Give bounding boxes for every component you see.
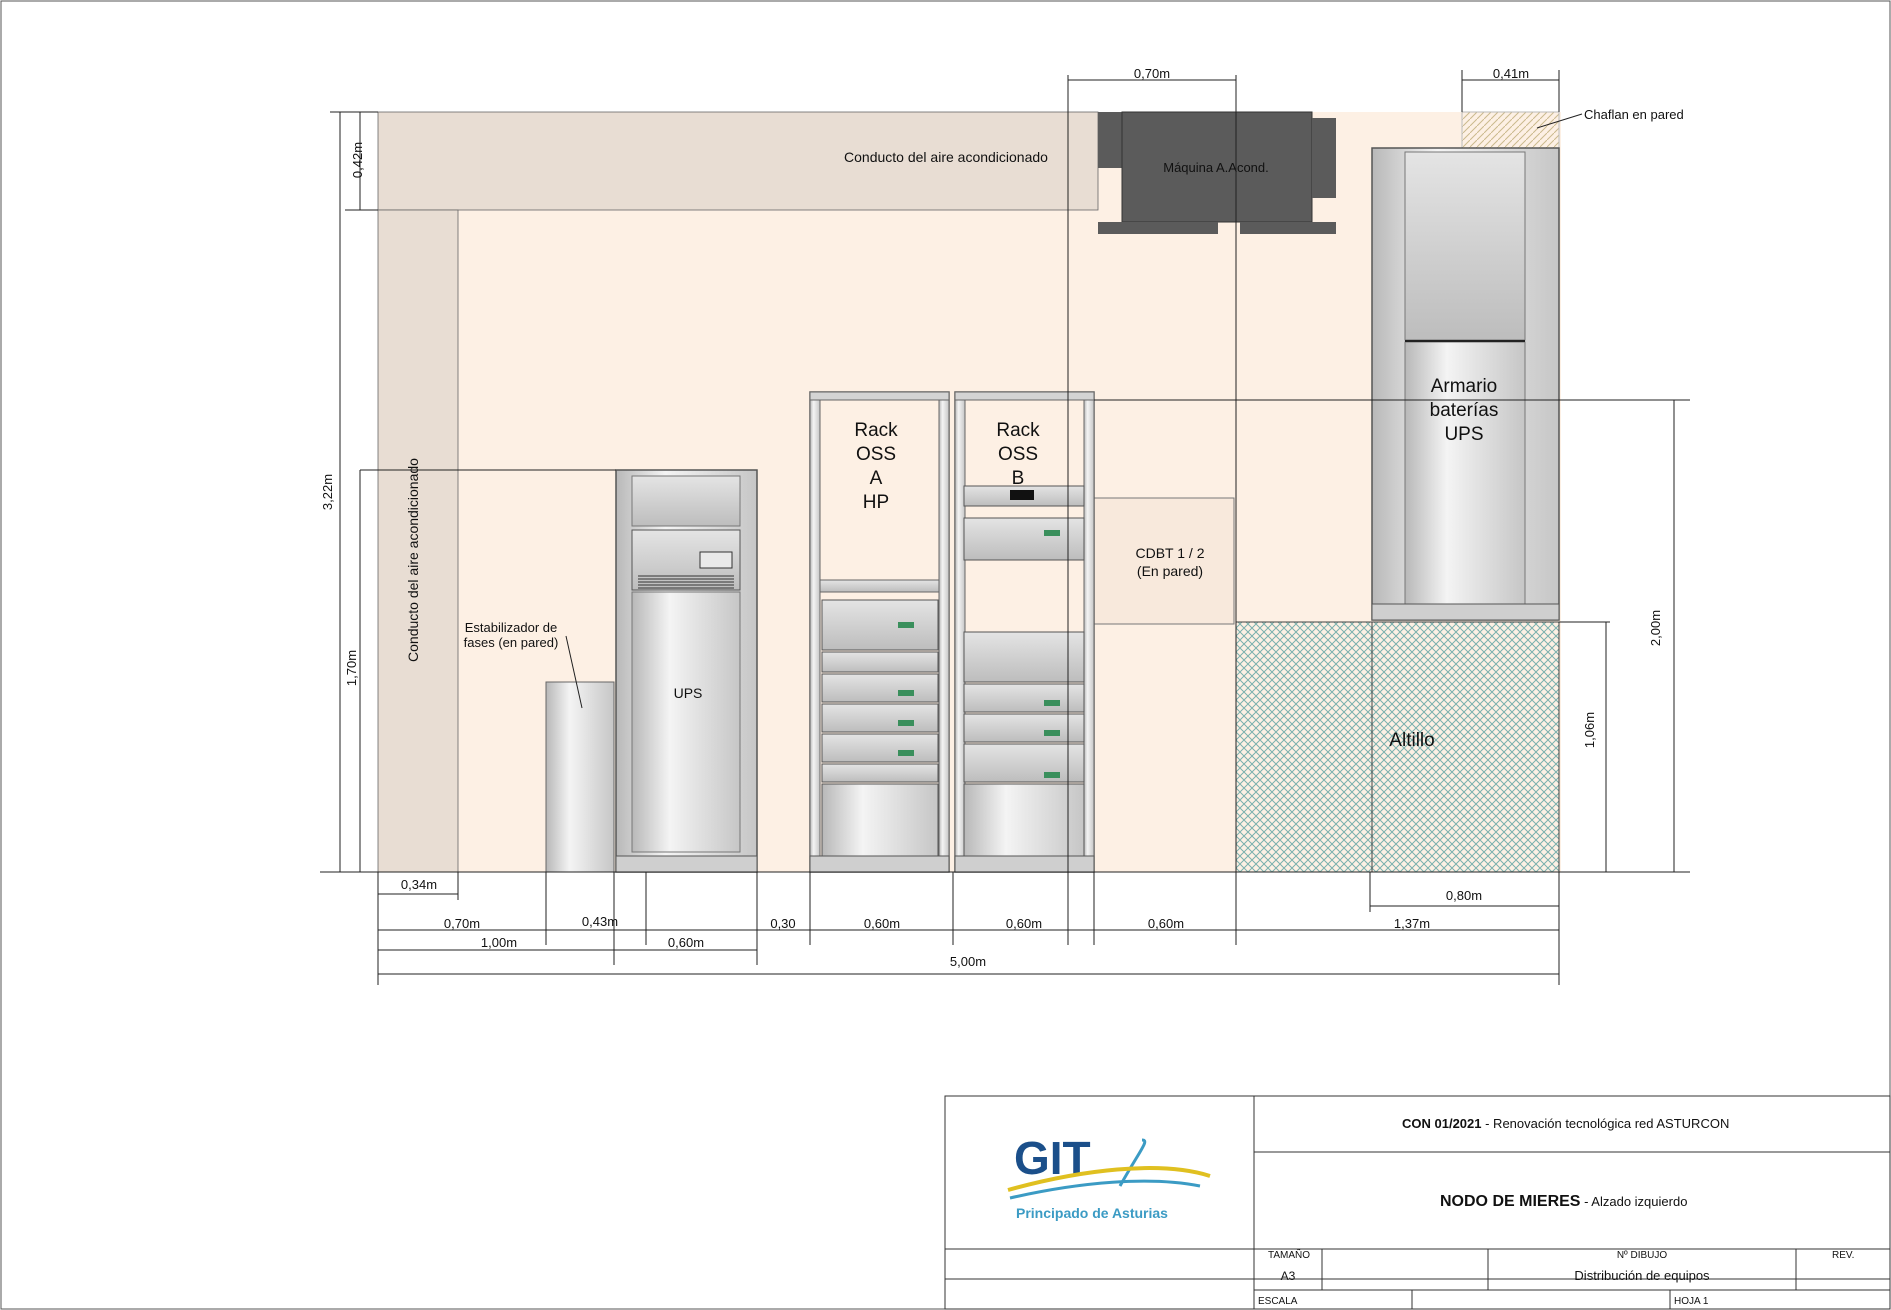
cdbt-panel bbox=[1091, 497, 1235, 625]
node-view: - Alzado izquierdo bbox=[1580, 1194, 1687, 1209]
ups-label: UPS bbox=[674, 685, 703, 701]
dim-b-030: 0,30 bbox=[770, 916, 795, 931]
rack-a-label-2: OSS bbox=[856, 444, 896, 465]
altillo-label: Altillo bbox=[1389, 730, 1434, 751]
duct-horizontal-label: Conducto del aire acondicionado bbox=[844, 149, 1048, 165]
dim-b-070: 0,70m bbox=[444, 916, 480, 931]
drawing-no-value: Distribución de equipos bbox=[1574, 1268, 1710, 1283]
title-block: CON 01/2021 - Renovación tecnológica red… bbox=[944, 1095, 1891, 1310]
contract-line: CON 01/2021 - Renovación tecnológica red… bbox=[1402, 1116, 1729, 1131]
cdbt-label-2: (En pared) bbox=[1137, 563, 1203, 579]
contract-code: CON 01/2021 bbox=[1402, 1116, 1482, 1131]
dim-ups-height: 1,70m bbox=[344, 650, 359, 686]
node-line: NODO DE MIERES - Alzado izquierdo bbox=[1440, 1193, 1687, 1210]
altillo bbox=[1235, 621, 1560, 873]
duct-vertical-label: Conducto del aire acondicionado bbox=[405, 458, 421, 662]
chaflan-label: Chaflan en pared bbox=[1584, 107, 1684, 122]
dim-b-100: 1,00m bbox=[481, 935, 517, 950]
contract-desc: - Renovación tecnológica red ASTURCON bbox=[1482, 1116, 1730, 1131]
battery-cabinet: Armario baterías UPS bbox=[1371, 147, 1560, 621]
rack-a-label-3: A bbox=[870, 468, 883, 489]
rack-oss-a: Rack OSS A HP bbox=[809, 391, 950, 873]
stabilizer-label-1: Estabilizador de bbox=[465, 620, 558, 635]
dim-b-060c: 0,60m bbox=[1148, 916, 1184, 931]
dim-total-height: 3,22m bbox=[320, 474, 335, 510]
rack-oss-b: Rack OSS B bbox=[954, 391, 1095, 873]
rack-a-label-1: Rack bbox=[854, 420, 898, 441]
stabilizer-label-2: fases (en pared) bbox=[464, 635, 559, 650]
node-name: NODO DE MIERES bbox=[1440, 1193, 1581, 1210]
ac-machine: Máquina A.Acond. bbox=[1098, 111, 1336, 234]
battery-cabinet-label-3: UPS bbox=[1444, 424, 1483, 445]
logo-subtitle: Principado de Asturias bbox=[1016, 1205, 1168, 1221]
ups-cabinet: UPS bbox=[615, 469, 758, 873]
rev-label: REV. bbox=[1832, 1250, 1854, 1261]
dim-total-width: 5,00m bbox=[950, 954, 986, 969]
dim-altillo-height: 1,06m bbox=[1582, 712, 1597, 748]
dim-b-137: 1,37m bbox=[1394, 916, 1430, 931]
size-value: A3 bbox=[1281, 1269, 1296, 1283]
git-logo: GIT Principado de Asturias bbox=[1007, 1132, 1211, 1221]
dim-b-060a: 0,60m bbox=[864, 916, 900, 931]
rack-a-label-4: HP bbox=[863, 492, 889, 513]
rack-b-label-1: Rack bbox=[996, 420, 1040, 441]
dim-top-chaflan: 0,41m bbox=[1493, 66, 1529, 81]
chaflan-wall bbox=[1461, 111, 1560, 149]
dim-b-060d: 0,60m bbox=[668, 935, 704, 950]
battery-cabinet-label-1: Armario bbox=[1431, 376, 1498, 397]
dim-b-060b: 0,60m bbox=[1006, 916, 1042, 931]
stabilizer bbox=[545, 681, 615, 873]
cdbt-label-1: CDBT 1 / 2 bbox=[1136, 545, 1205, 561]
battery-cabinet-label-2: baterías bbox=[1430, 400, 1499, 421]
rack-b-label-3: B bbox=[1012, 468, 1025, 489]
duct-horizontal bbox=[377, 111, 1099, 211]
scale-label: ESCALA bbox=[1258, 1296, 1298, 1307]
dim-top-ac: 0,70m bbox=[1134, 66, 1170, 81]
duct-vertical bbox=[377, 209, 459, 873]
dim-duct-width: 0,34m bbox=[401, 877, 437, 892]
rack-b-label-2: OSS bbox=[998, 444, 1038, 465]
dim-duct-height: 0,42m bbox=[350, 142, 365, 178]
dim-rack-height: 2,00m bbox=[1648, 610, 1663, 646]
size-label: TAMAÑO bbox=[1268, 1248, 1310, 1261]
ac-machine-label: Máquina A.Acond. bbox=[1163, 160, 1269, 175]
drawing-no-label: Nº DIBUJO bbox=[1617, 1250, 1668, 1261]
dimensions: 0,70m 0,41m 3,22m 0,42m 1,70m 2,00m 1,06… bbox=[320, 66, 1675, 985]
dim-b-043: 0,43m bbox=[582, 914, 618, 929]
dim-altillo-width: 0,80m bbox=[1446, 888, 1482, 903]
sheet-label: HOJA 1 bbox=[1674, 1296, 1709, 1307]
